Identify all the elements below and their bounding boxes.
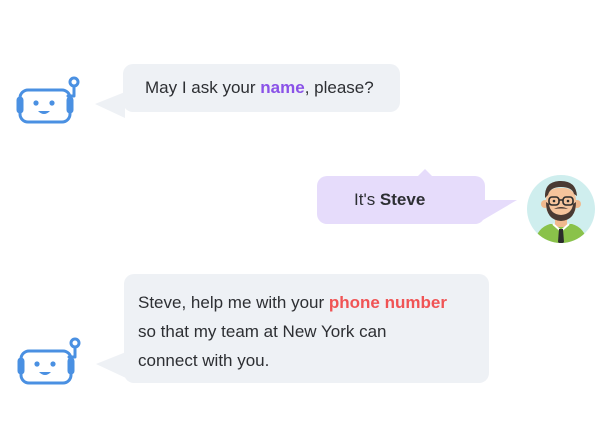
- bubble-notch: [417, 169, 433, 177]
- message-text: May I ask your: [145, 78, 261, 97]
- message-text: It's: [354, 190, 380, 209]
- bot-message-bubble: May I ask your name, please?: [123, 64, 400, 112]
- message-line: connect with you.: [138, 351, 270, 370]
- bubble-tail: [483, 200, 517, 220]
- message-highlight: name: [260, 78, 305, 97]
- user-avatar: [526, 174, 596, 244]
- message-line: so that my team at New York can: [138, 322, 387, 341]
- message-highlight: Steve: [379, 190, 426, 209]
- user-message-bubble: It's Steve: [317, 176, 485, 224]
- message-highlight: phone number: [328, 293, 447, 312]
- message-line: Steve, help me with your phone number: [138, 288, 489, 317]
- bot-message-bubble: Steve, help me with your phone number so…: [124, 274, 489, 383]
- message-text: Steve, help me with your: [138, 293, 329, 312]
- bubble-tail: [96, 352, 126, 378]
- robot-icon: [17, 335, 83, 389]
- message-text: , please?: [304, 78, 374, 97]
- bubble-tail: [95, 92, 125, 118]
- robot-icon: [16, 74, 82, 128]
